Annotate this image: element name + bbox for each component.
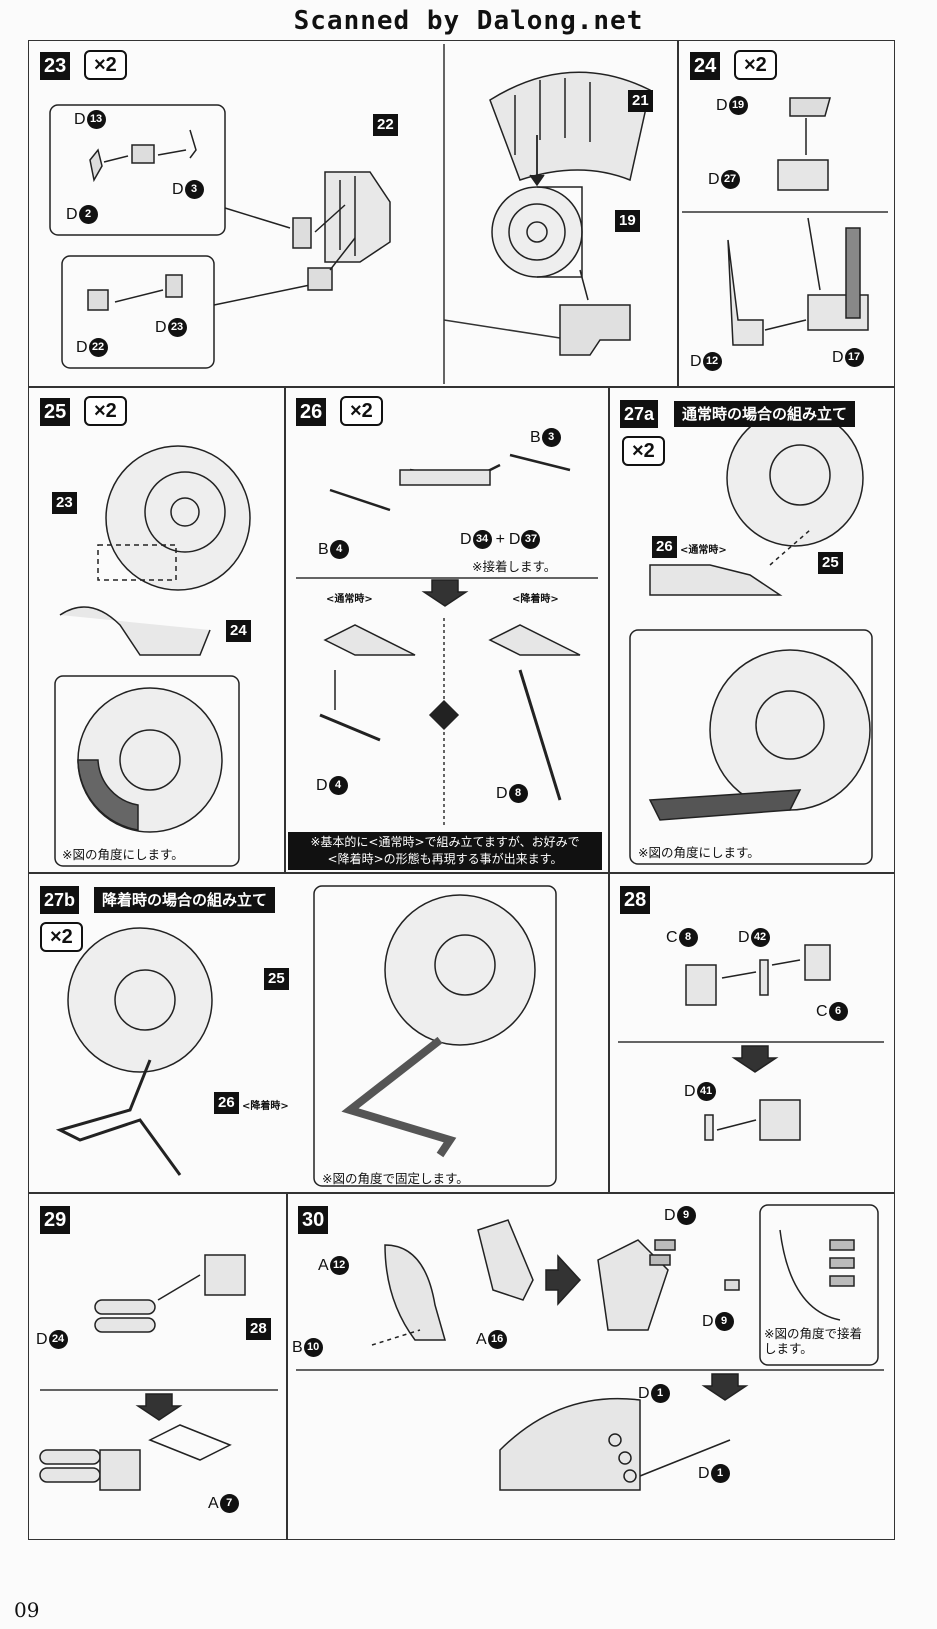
part-26: 26 [652, 536, 677, 558]
step-29-panel [28, 1192, 288, 1540]
step-27b-panel [28, 872, 610, 1194]
step-25-panel [28, 386, 286, 874]
step-27b-number: 27b [40, 886, 80, 914]
step-23-number: 23 [40, 52, 71, 80]
step-30-panel [286, 1192, 895, 1540]
part-26: 26 [214, 1092, 239, 1114]
step-25-quantity: ×2 [84, 396, 127, 426]
part-22: 22 [373, 114, 398, 136]
step-26-panel [284, 386, 610, 874]
step-26-number: 26 [296, 398, 327, 426]
step-27b-angle-note: ※図の角度で固定します。 [322, 1171, 469, 1186]
tag-normal: <通常時> [680, 545, 727, 556]
step-25-angle-note: ※図の角度にします。 [62, 847, 184, 862]
part-24: 24 [226, 620, 251, 642]
part-25: 25 [264, 968, 289, 990]
step-29-number: 29 [40, 1206, 71, 1234]
part-25: 25 [818, 552, 843, 574]
step-23-panel [28, 40, 679, 388]
step-28-number: 28 [620, 886, 651, 914]
step-27a-quantity: ×2 [622, 436, 665, 466]
step-27a-angle-note: ※図の角度にします。 [638, 845, 760, 860]
step-27a-number: 27a [620, 400, 659, 428]
step-27b-title: 降着時の場合の組み立て [94, 887, 276, 913]
part-21: 21 [628, 90, 653, 112]
step-25-number: 25 [40, 398, 71, 426]
step-27b-quantity: ×2 [40, 922, 83, 952]
step-30-number: 30 [298, 1206, 329, 1234]
step-26-quantity: ×2 [340, 396, 383, 426]
step-27a-panel [608, 386, 895, 874]
step-24-panel [677, 40, 895, 388]
step-27a-title: 通常時の場合の組み立て [674, 401, 856, 427]
step-26-form-note: ※基本的に<通常時>で組み立てますが、お好みで <降着時>の形態も再現する事が出… [288, 832, 602, 870]
subhead-normal: <通常時> [326, 594, 373, 605]
part-28: 28 [246, 1318, 271, 1340]
scanner-watermark: Scanned by Dalong.net [293, 6, 644, 36]
step-28-panel [608, 872, 895, 1194]
step-26-glue-note: ※接着します。 [472, 559, 557, 574]
part-19: 19 [615, 210, 640, 232]
step-24-quantity: ×2 [734, 50, 777, 80]
step-23-quantity: ×2 [84, 50, 127, 80]
part-23: 23 [52, 492, 77, 514]
subhead-landing: <降着時> [512, 594, 559, 605]
step-30-angle-note: ※図の角度で接着 します。 [764, 1326, 862, 1356]
step-24-number: 24 [690, 52, 721, 80]
page-number: 09 [14, 1598, 40, 1622]
tag-landing: <降着時> [242, 1101, 289, 1112]
